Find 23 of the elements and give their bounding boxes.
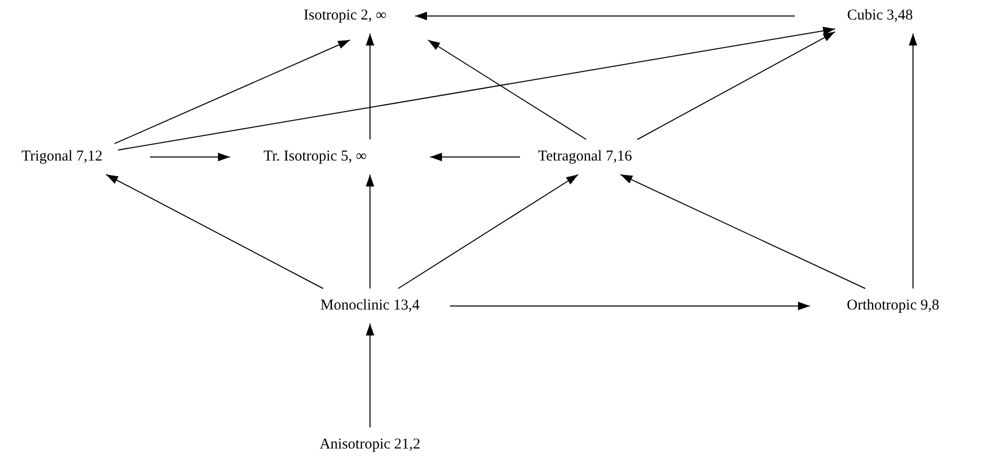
- arrow: [450, 302, 810, 310]
- arrow: [366, 174, 374, 289]
- arrow: [430, 152, 520, 162]
- arrow: [428, 40, 587, 140]
- arrow: [366, 33, 374, 140]
- node-label: Tr. Isotropic 5, ∞: [251, 140, 379, 174]
- node-label: Orthotropic 9,8: [834, 288, 952, 324]
- node-label: Isotropic 2, ∞: [292, 0, 398, 34]
- node-label: Trigonal 7,12: [9, 140, 115, 174]
- arrow: [106, 174, 324, 289]
- arrow: [150, 152, 230, 162]
- arrow: [118, 26, 836, 150]
- arrow: [620, 174, 866, 289]
- node-label: Tetragonal 7,16: [526, 140, 644, 174]
- arrow: [366, 323, 374, 428]
- node-label: Anisotropic 21,2: [308, 428, 432, 462]
- node-label: Monoclinic 13,4: [308, 288, 432, 324]
- arrow: [114, 40, 350, 144]
- arrow: [908, 33, 918, 289]
- arrow: [636, 31, 836, 140]
- arrow: [414, 12, 796, 20]
- node-label: Cubic 3,48: [835, 0, 925, 34]
- arrow: [398, 174, 579, 289]
